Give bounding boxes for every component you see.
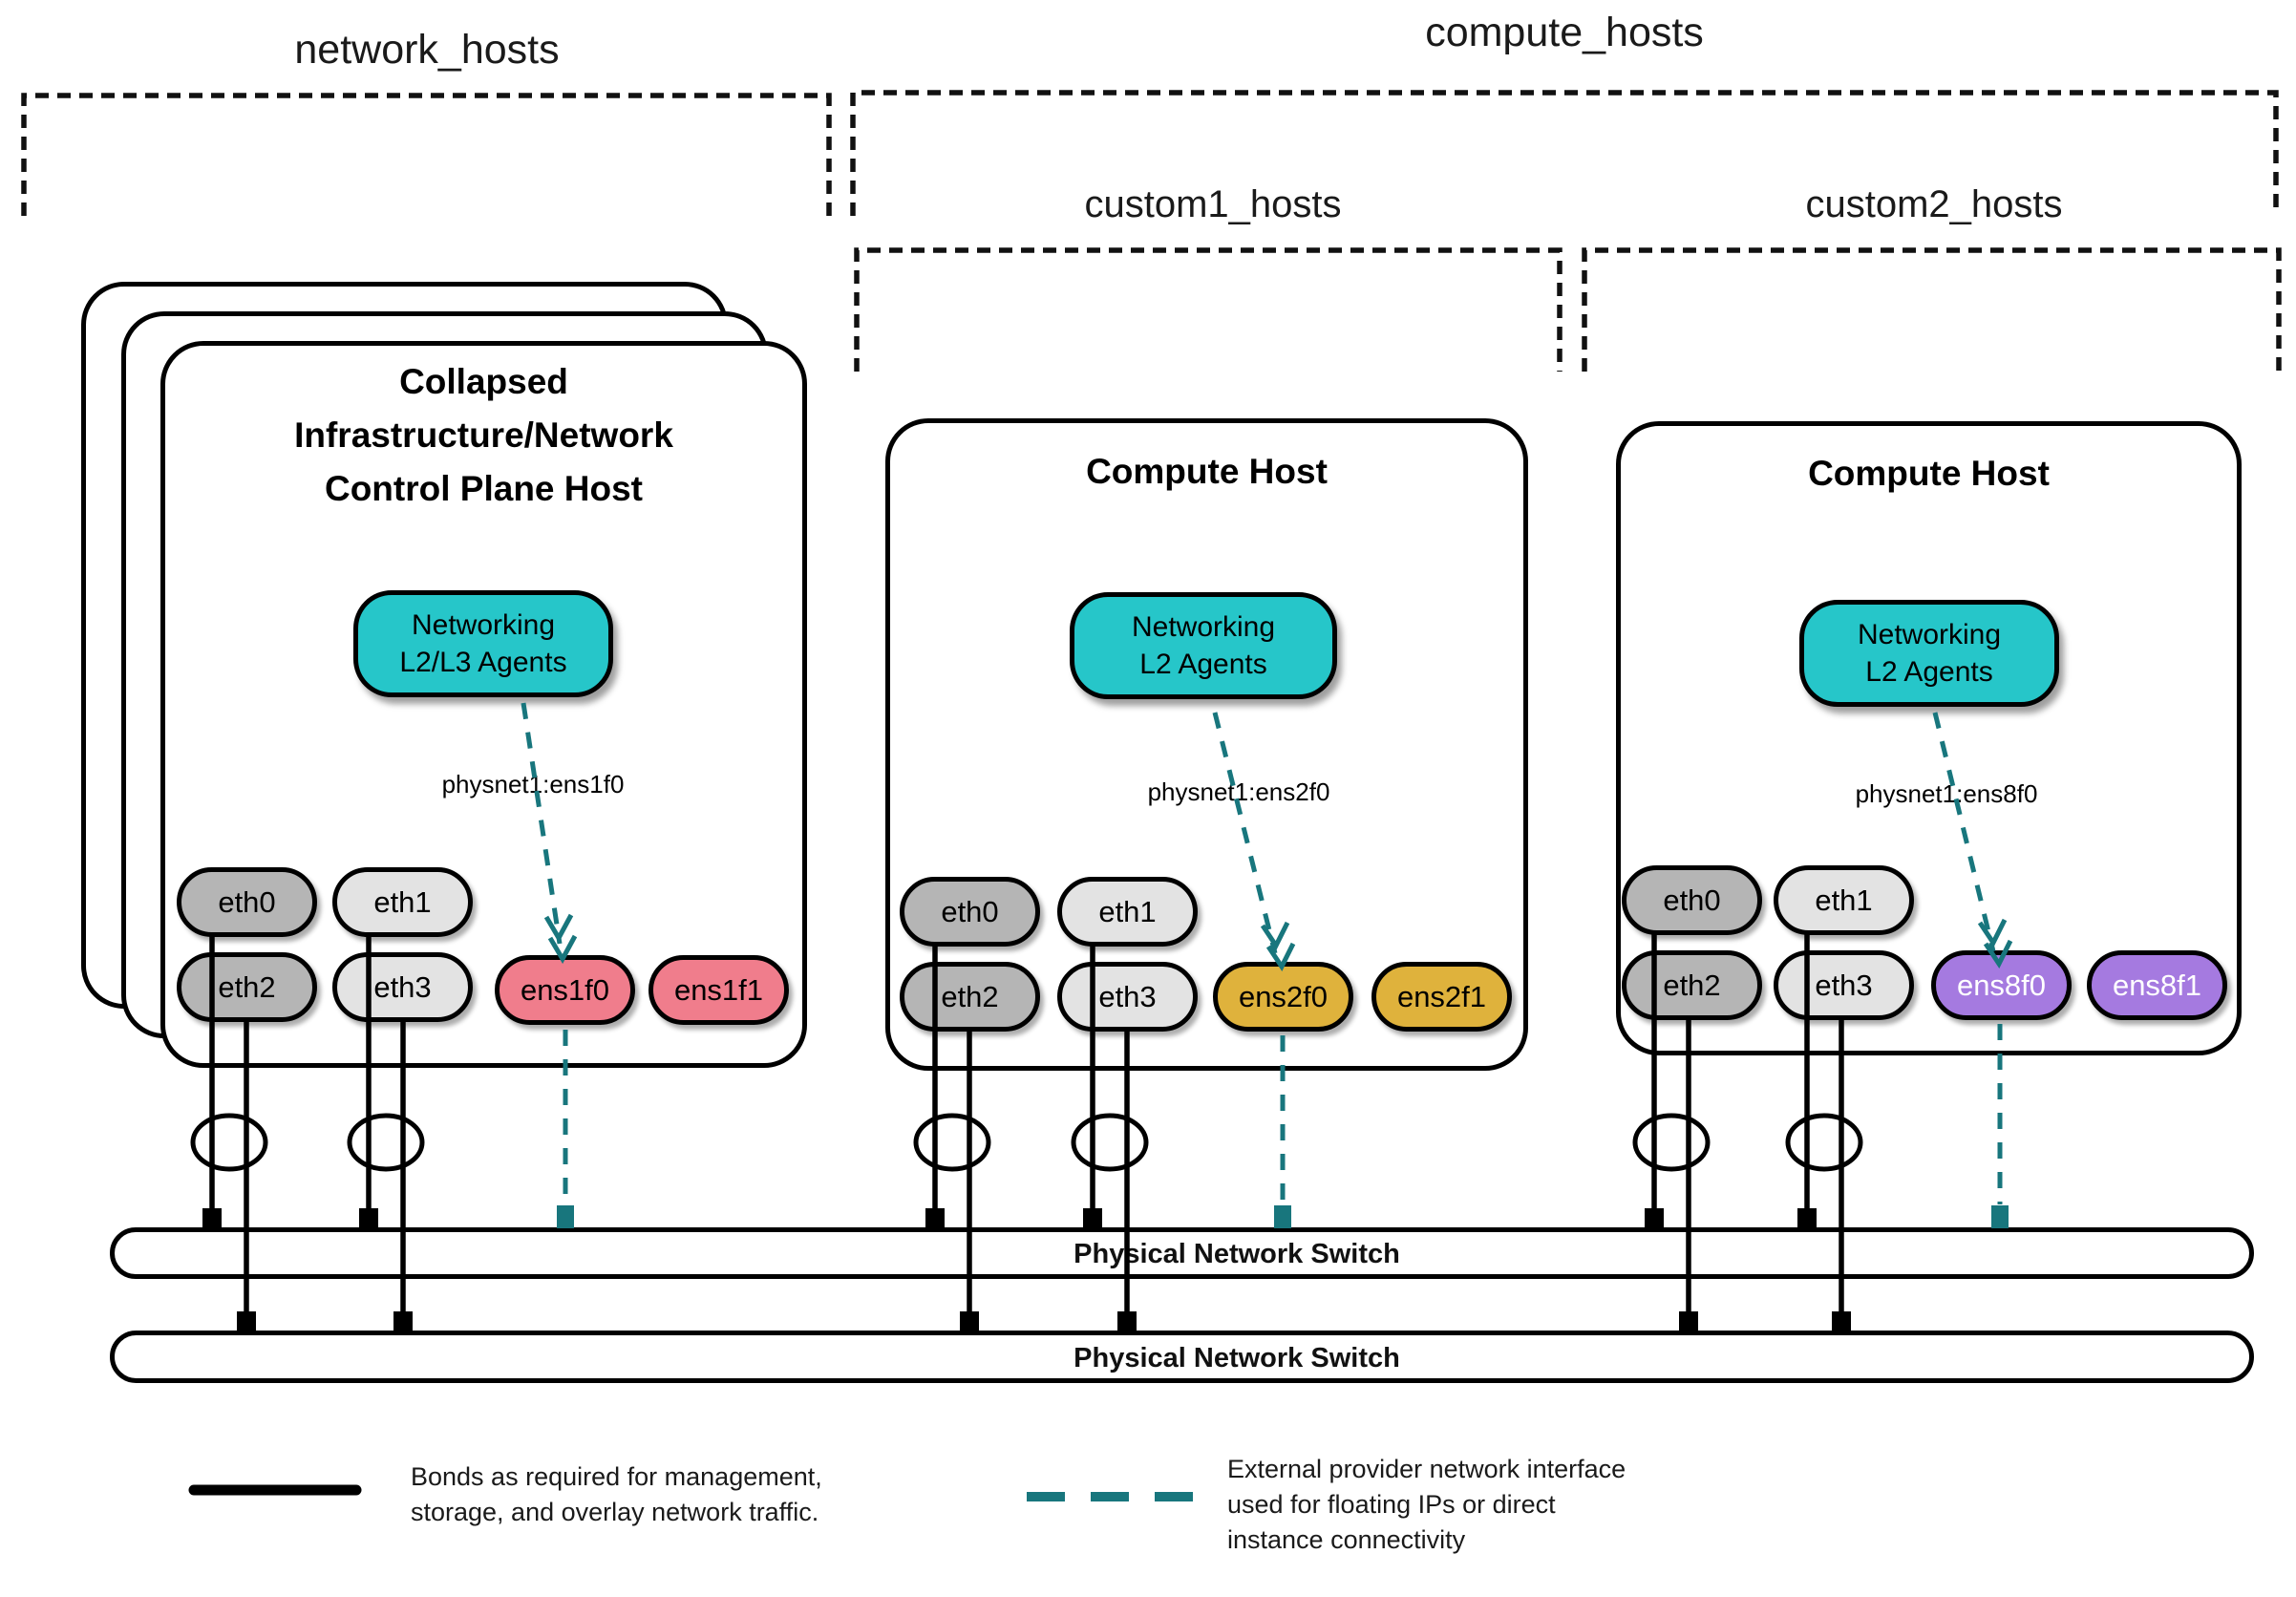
agent-line: L2 Agents: [1139, 649, 1267, 680]
title-line: Compute Host: [1808, 454, 2050, 493]
nic-eth1: eth1: [332, 867, 473, 937]
agent-pill-l2l3: Networking L2/L3 Agents: [353, 590, 613, 697]
title-line: Compute Host: [1086, 452, 1328, 491]
switch-port: [925, 1208, 945, 1228]
switch-port: [1832, 1311, 1851, 1331]
agent-pill-l2-host1: Networking L2 Agents: [1070, 592, 1337, 699]
provider-port: [1274, 1205, 1291, 1228]
nic-eth1: eth1: [1057, 877, 1198, 947]
provider-port: [557, 1205, 574, 1228]
nic-ens2f1: ens2f1: [1371, 962, 1512, 1032]
legend-line: storage, and overlay network traffic.: [411, 1498, 819, 1526]
legend-line: used for floating IPs or direct: [1227, 1490, 1556, 1519]
nic-ens8f0: ens8f0: [1931, 950, 2072, 1020]
nic-eth3: eth3: [1774, 950, 1914, 1020]
nic-eth0: eth0: [1622, 865, 1762, 935]
group-label-network-hosts: network_hosts: [294, 27, 560, 73]
bond-ring: [190, 1113, 268, 1172]
switch-port: [1679, 1311, 1698, 1331]
physnet-label-host0: physnet1:ens1f0: [441, 770, 625, 798]
nic-eth0: eth0: [900, 877, 1040, 947]
compute-host-1-title: Compute Host: [904, 445, 1509, 499]
title-line: Control Plane Host: [324, 469, 644, 508]
switch-port: [960, 1311, 979, 1331]
nic-ens1f1: ens1f1: [648, 955, 789, 1025]
agent-line: L2 Agents: [1865, 656, 1993, 688]
nic-eth2: eth2: [900, 962, 1040, 1032]
nic-eth0: eth0: [177, 867, 317, 937]
agent-line: Networking: [1131, 611, 1276, 643]
group-label-custom2-hosts: custom2_hosts: [1805, 183, 2063, 225]
nic-eth3: eth3: [1057, 962, 1198, 1032]
compute-host-2-box: [1616, 421, 2242, 1055]
switch-port: [359, 1208, 378, 1228]
title-line: Collapsed: [399, 362, 568, 401]
physical-switch-1-label: Physical Network Switch: [1074, 1239, 1400, 1269]
nic-eth2: eth2: [1622, 950, 1762, 1020]
switch-port: [1645, 1208, 1664, 1228]
switch-port: [1117, 1311, 1137, 1331]
bracket-custom1-hosts: [854, 247, 1563, 372]
legend-line: instance connectivity: [1227, 1525, 1466, 1554]
agent-line: Networking: [411, 609, 556, 641]
title-line: Infrastructure/Network: [294, 415, 673, 455]
nic-ens1f0: ens1f0: [495, 955, 635, 1025]
physical-switch-1: [110, 1227, 2254, 1279]
control-plane-host-box: [160, 341, 807, 1068]
agent-pill-l2-host2: Networking L2 Agents: [1799, 600, 2059, 707]
switch-port: [237, 1311, 256, 1331]
nic-eth1: eth1: [1774, 865, 1914, 935]
agent-line: L2/L3 Agents: [399, 647, 567, 678]
bracket-network-hosts: [21, 93, 832, 216]
physical-switch-2-label: Physical Network Switch: [1074, 1343, 1400, 1373]
bracket-custom2-hosts: [1582, 247, 2282, 372]
switch-port: [1797, 1208, 1817, 1228]
legend-bonds-text: Bonds as required for management, storag…: [411, 1459, 822, 1530]
bond-ring: [913, 1113, 991, 1172]
switch-port: [393, 1311, 413, 1331]
bond-ring: [347, 1113, 425, 1172]
control-plane-host-title: Collapsed Infrastructure/Network Control…: [180, 355, 788, 516]
group-label-custom1-hosts: custom1_hosts: [1084, 183, 1342, 225]
physical-switch-2: [110, 1331, 2254, 1383]
group-label-compute-hosts: compute_hosts: [1425, 10, 1704, 55]
nic-ens2f0: ens2f0: [1213, 962, 1353, 1032]
physnet-label-host1: physnet1:ens2f0: [1147, 777, 1330, 806]
switch-port: [202, 1208, 222, 1228]
bond-ring: [1785, 1113, 1863, 1172]
legend-line: External provider network interface: [1227, 1455, 1626, 1483]
physnet-label-host2: physnet1:ens8f0: [1855, 779, 2038, 808]
nic-eth3: eth3: [332, 952, 473, 1022]
agent-line: Networking: [1857, 619, 2002, 650]
switch-port: [1083, 1208, 1102, 1228]
nic-ens8f1: ens8f1: [2087, 950, 2227, 1020]
bond-ring: [1071, 1113, 1149, 1172]
provider-port: [1991, 1205, 2009, 1228]
nic-eth2: eth2: [177, 952, 317, 1022]
bond-ring: [1632, 1113, 1711, 1172]
legend-provider-text: External provider network interface used…: [1227, 1452, 1626, 1558]
legend-line: Bonds as required for management,: [411, 1462, 822, 1491]
compute-host-2-title: Compute Host: [1626, 447, 2232, 500]
